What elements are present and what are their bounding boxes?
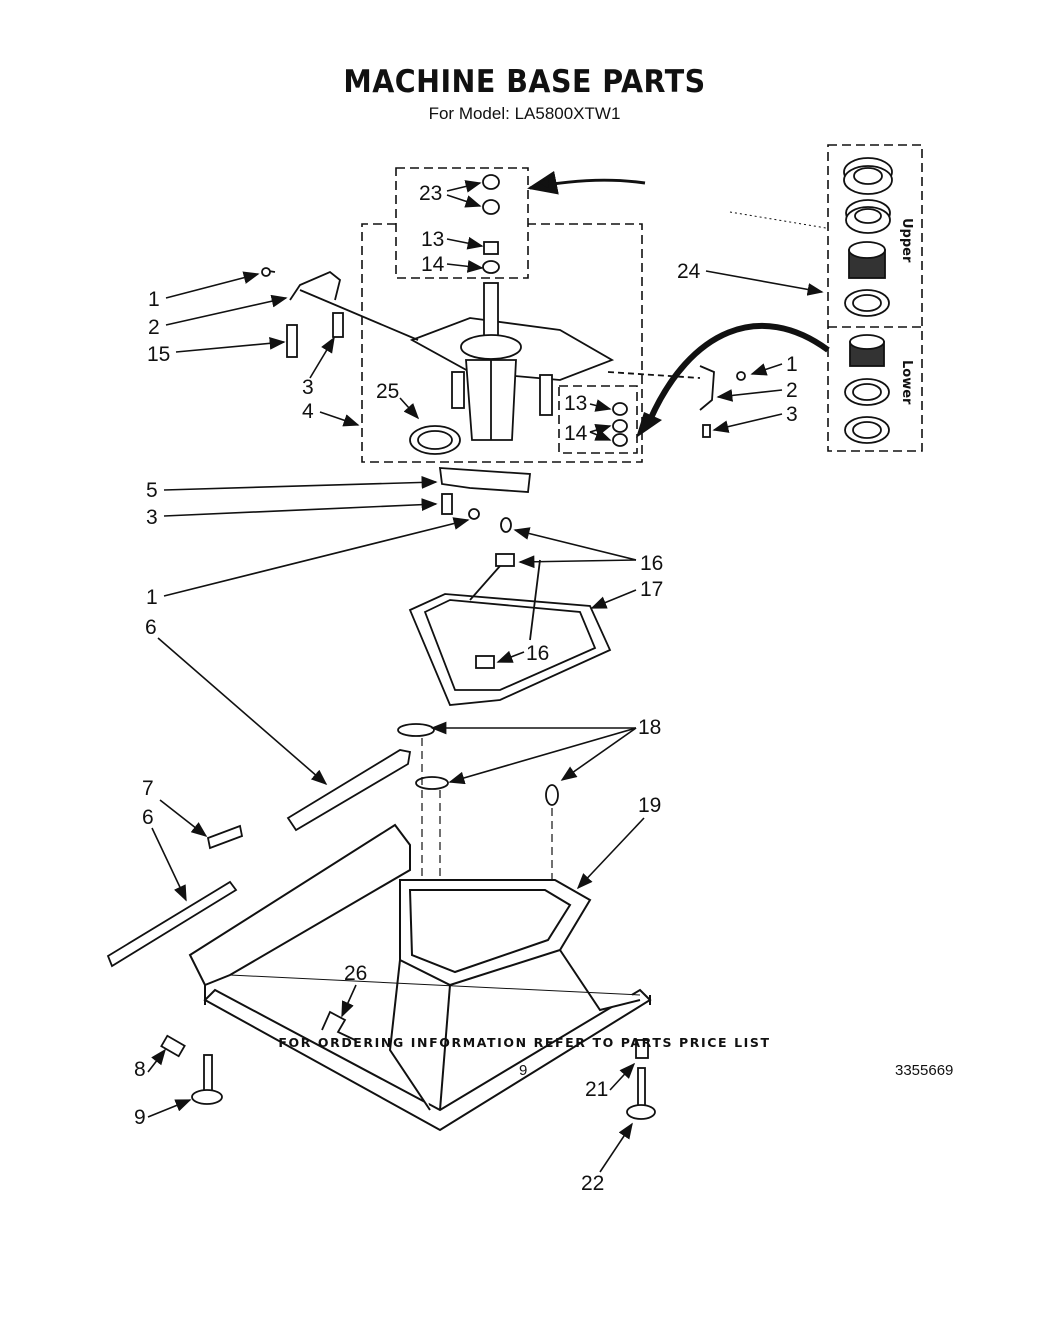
callout-3: 3 [302,376,314,399]
callout-4: 4 [302,400,314,423]
callout-2: 2 [148,316,160,339]
callout-6: 6 [145,616,157,639]
upper-bearing-group-box [395,167,529,279]
upper-bearing-parts [482,174,500,274]
upper-label: Upper [899,218,914,263]
callout-8: 8 [134,1058,146,1081]
lower-flow-arrow [647,323,830,422]
center-bracket [438,467,531,520]
callout-3-center: 3 [146,506,158,529]
lower-bearing-group-box [558,385,638,454]
leader-lines [147,180,824,1173]
lower-label: Lower [899,360,914,405]
callout-23: 23 [419,182,442,205]
bearing-kit-parts [843,157,893,444]
callout-24: 24 [677,260,701,283]
callout-6-lower: 6 [142,806,154,829]
callout-17: 17 [640,578,663,601]
rails-and-pads [106,723,559,968]
callout-18: 18 [638,716,661,739]
callout-25: 25 [376,380,399,403]
lower-bearing-parts [612,402,628,447]
callout-16-plate: 16 [526,642,549,665]
document-number: 3355669 [895,1062,954,1079]
callout-3-right: 3 [786,403,798,426]
page-number: 9 [519,1062,528,1079]
right-bracket-parts [607,365,746,438]
callout-labels: 1 2 15 3 4 25 23 13 14 24 1 2 3 13 14 5 … [134,182,798,1195]
callout-2-right: 2 [786,379,798,402]
feet-and-clip [160,1010,656,1120]
callout-14: 14 [421,253,445,276]
callout-1: 1 [148,288,160,311]
bearing-kit-box [827,144,923,452]
callout-14-lower: 14 [564,422,588,445]
page-title: MACHINE BASE PARTS [343,64,706,100]
left-bracket-parts [261,267,419,358]
callout-13: 13 [421,228,444,251]
callout-26: 26 [344,962,367,985]
callout-1-right: 1 [786,353,798,376]
callout-1-center: 1 [146,586,158,609]
callout-9: 9 [134,1106,146,1129]
upper-flow-arrow [527,170,646,195]
transmission-group-box [361,223,643,463]
callout-16: 16 [640,552,663,575]
callout-5: 5 [146,479,158,502]
suspension-plate [408,517,612,706]
callout-19: 19 [638,794,661,817]
callout-15: 15 [147,343,170,366]
callout-22: 22 [581,1172,604,1195]
model-subtitle: For Model: LA5800XTW1 [428,104,621,123]
callout-21: 21 [585,1078,608,1101]
ordering-info-footer: FOR ORDERING INFORMATION REFER TO PARTS … [278,1035,771,1050]
transmission-assembly [409,282,615,455]
callout-7: 7 [142,777,154,800]
callout-13-lower: 13 [564,392,587,415]
base-frame [188,823,652,1132]
